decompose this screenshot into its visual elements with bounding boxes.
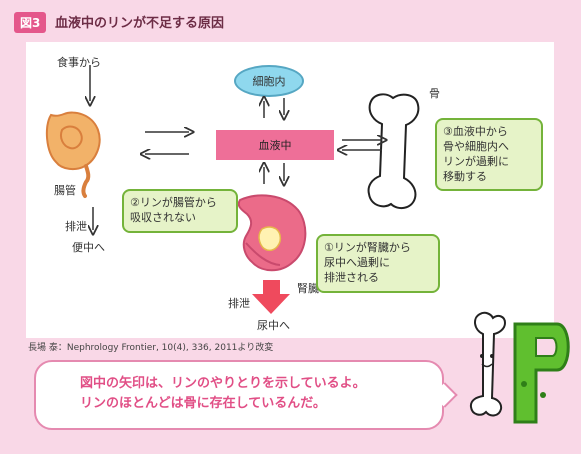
- bone-label: 骨: [429, 87, 440, 100]
- callout-bone: ③血液中から 骨や細胞内へ リンが過剰に 移動する: [435, 118, 543, 192]
- blood-node: 血液中: [216, 130, 334, 160]
- callout-line: 移動する: [443, 169, 487, 183]
- bone-mascot-icon: [469, 311, 507, 417]
- diagram-panel: 食事から 細胞内 血液中: [26, 42, 554, 338]
- stool-label: 便中へ: [72, 241, 105, 254]
- callout-line: 吸収されない: [130, 210, 196, 224]
- callout-line: リンが過剰に: [443, 154, 509, 168]
- message-line: リンのほとんどは骨に存在しているんだ。: [80, 396, 326, 412]
- figure-title: 血液中のリンが不足する原因: [55, 16, 225, 31]
- kidney-icon: [237, 194, 307, 272]
- callout-line: 骨や細胞内へ: [443, 139, 509, 153]
- callout-line: 排泄される: [324, 270, 379, 284]
- callout-line: ③血液中から: [443, 125, 508, 138]
- callout-kidney: ①リンが腎臓から 尿中へ過剰に 排泄される: [316, 234, 440, 293]
- urine-label: 尿中へ: [257, 319, 290, 332]
- bone-icon: [367, 93, 420, 210]
- p-mascot-icon: [513, 322, 570, 424]
- mascot-illustration: [469, 311, 570, 424]
- diagram-svg: [45, 65, 420, 314]
- intestine-icon: [45, 111, 101, 198]
- callout-line: ②リンが腸管から: [130, 196, 217, 209]
- callout-line: ①リンが腎臓から: [324, 241, 411, 254]
- intestine-excrete-label: 排泄: [65, 220, 87, 233]
- message-line: 図中の矢印は、リンのやりとりを示しているよ。: [80, 376, 366, 391]
- callout-intestine: ②リンが腸管から 吸収されない: [122, 189, 238, 233]
- figure-number: 図3: [14, 12, 47, 33]
- source-citation: 長場 泰：Nephrology Frontier, 10(4), 336, 20…: [28, 343, 274, 353]
- callout-line: 尿中へ過剰に: [324, 255, 390, 269]
- kidney-excrete-label: 排泄: [228, 297, 250, 310]
- message-bubble: 図中の矢印は、リンのやりとりを示しているよ。 リンのほとんどは骨に存在しているん…: [34, 360, 444, 430]
- kidney-label: 腎臓: [297, 282, 319, 295]
- intestine-label: 腸管: [54, 184, 76, 197]
